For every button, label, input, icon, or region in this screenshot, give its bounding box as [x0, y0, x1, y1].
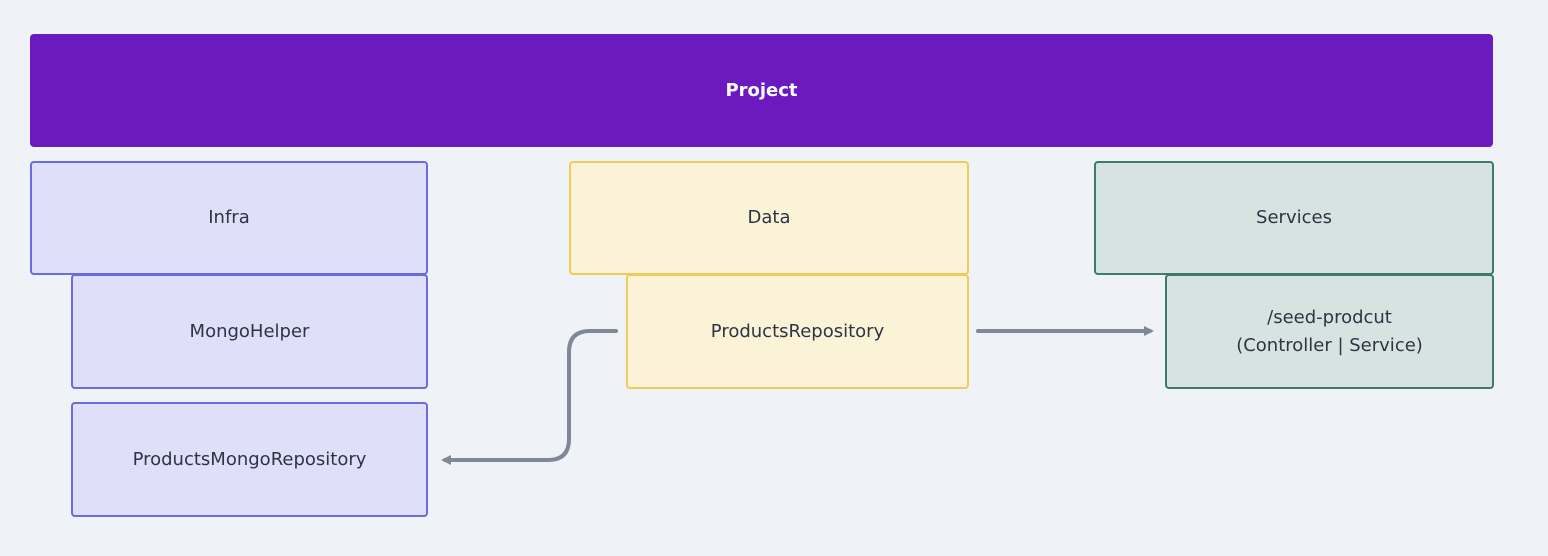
mongo-helper-label: MongoHelper [189, 320, 310, 342]
products-repository-node: ProductsRepository [626, 274, 969, 389]
project-header: Project [30, 34, 1493, 147]
products-mongo-repository-label: ProductsMongoRepository [132, 448, 367, 470]
project-label: Project [725, 79, 798, 101]
products-repository-label: ProductsRepository [710, 320, 885, 342]
services-title: Services [1256, 207, 1332, 228]
products-mongo-repository-node: ProductsMongoRepository [71, 402, 428, 517]
repository-to-mongo-repository-arrow [441, 329, 618, 465]
seed-product-subtitle: (Controller | Service) [1236, 334, 1423, 356]
seed-product-route: /seed-prodcut [1267, 306, 1392, 328]
seed-product-node: /seed-prodcut (Controller | Service) [1165, 274, 1494, 389]
data-title: Data [747, 207, 791, 228]
mongo-helper-node: MongoHelper [71, 274, 428, 389]
data-group-header: Data [569, 161, 969, 275]
services-group-header: Services [1094, 161, 1494, 275]
infra-title: Infra [208, 207, 250, 228]
